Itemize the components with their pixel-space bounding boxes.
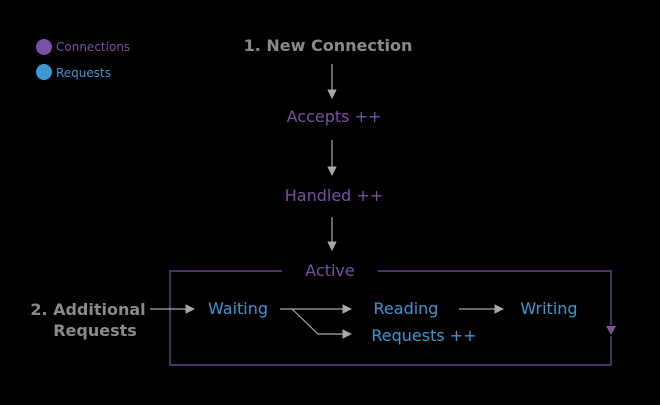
node-writing: Writing xyxy=(520,299,577,318)
node-additional-line1: 2. Additional xyxy=(30,300,145,319)
node-requests-inc: Requests ++ xyxy=(371,326,476,345)
legend-connections-label: Connections xyxy=(56,40,130,54)
node-active: Active xyxy=(305,261,355,280)
active-box xyxy=(169,270,616,366)
active-box-left-top xyxy=(169,270,612,366)
node-additional-line2: Requests xyxy=(53,321,137,340)
node-reading: Reading xyxy=(374,299,439,318)
legend-requests-swatch xyxy=(36,64,52,80)
legend-requests-label: Requests xyxy=(56,66,111,80)
legend-connections-swatch xyxy=(36,39,52,55)
active-box-arrowhead xyxy=(606,326,616,335)
legend: Connections Requests xyxy=(36,39,130,80)
active-box-right-top xyxy=(378,270,612,325)
arrow-waiting-to-requests xyxy=(291,308,352,339)
node-handled: Handled ++ xyxy=(285,186,383,205)
node-new-connection: 1. New Connection xyxy=(244,36,413,55)
node-accepts: Accepts ++ xyxy=(287,107,382,126)
node-waiting: Waiting xyxy=(208,299,268,318)
